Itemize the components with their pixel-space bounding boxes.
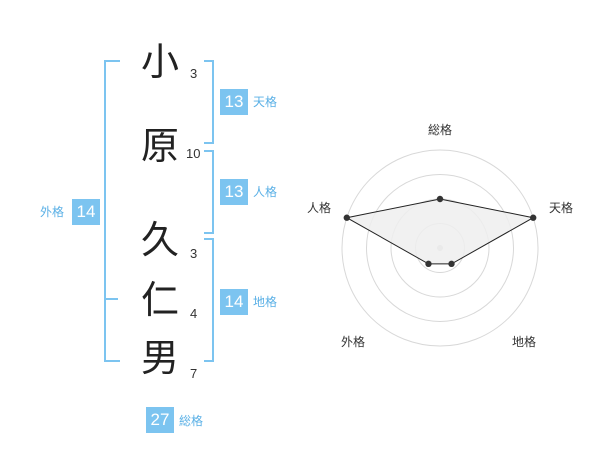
- tenkaku-value: 13: [220, 89, 248, 115]
- tenkaku-bracket: [204, 60, 214, 144]
- chikaku-label: 地格: [253, 295, 278, 309]
- radar-point-5: [343, 214, 350, 221]
- radar-axis-label-2: 天格: [549, 200, 573, 215]
- gaikaku-value: 14: [72, 199, 100, 225]
- gaikaku-label: 外格: [40, 205, 65, 219]
- radar-axis-label-5: 人格: [307, 200, 331, 215]
- tenkaku-label: 天格: [253, 95, 278, 109]
- gaikaku-bracket-tick: [104, 298, 118, 300]
- radar-point-3: [448, 260, 455, 268]
- radar-ring-4: [341, 149, 539, 347]
- name-char-4: 仁: [140, 278, 179, 322]
- stroke-count-5: 7: [190, 366, 198, 381]
- radar-axis-label-3: 地格: [512, 334, 536, 349]
- name-char-5: 男: [140, 336, 179, 380]
- name-char-1: 小: [140, 40, 179, 84]
- name-char-3: 久: [140, 218, 179, 262]
- soukaku-label: 総格: [179, 414, 204, 428]
- chikaku-bracket: [204, 238, 214, 362]
- radar-point-2: [530, 214, 537, 221]
- soukaku-value: 27: [146, 407, 174, 433]
- jinkaku-bracket: [204, 150, 214, 234]
- jinkaku-value: 13: [220, 179, 248, 205]
- radar-ring-3: [366, 174, 514, 322]
- stroke-count-3: 3: [190, 246, 198, 261]
- radar-point-4: [425, 260, 432, 268]
- jinkaku-label: 人格: [253, 185, 278, 199]
- stroke-count-4: 4: [190, 306, 198, 321]
- gaikaku-bracket: [104, 60, 120, 362]
- radar-axis-label-1: 総格: [428, 122, 452, 137]
- radar-point-1: [436, 195, 444, 203]
- radar-axis-label-4: 外格: [341, 334, 365, 349]
- radar-value-polygon: [345, 198, 535, 265]
- chikaku-value: 14: [220, 289, 248, 315]
- stroke-count-2: 10: [186, 146, 201, 161]
- stroke-count-1: 3: [190, 66, 198, 81]
- name-char-2: 原: [140, 124, 179, 168]
